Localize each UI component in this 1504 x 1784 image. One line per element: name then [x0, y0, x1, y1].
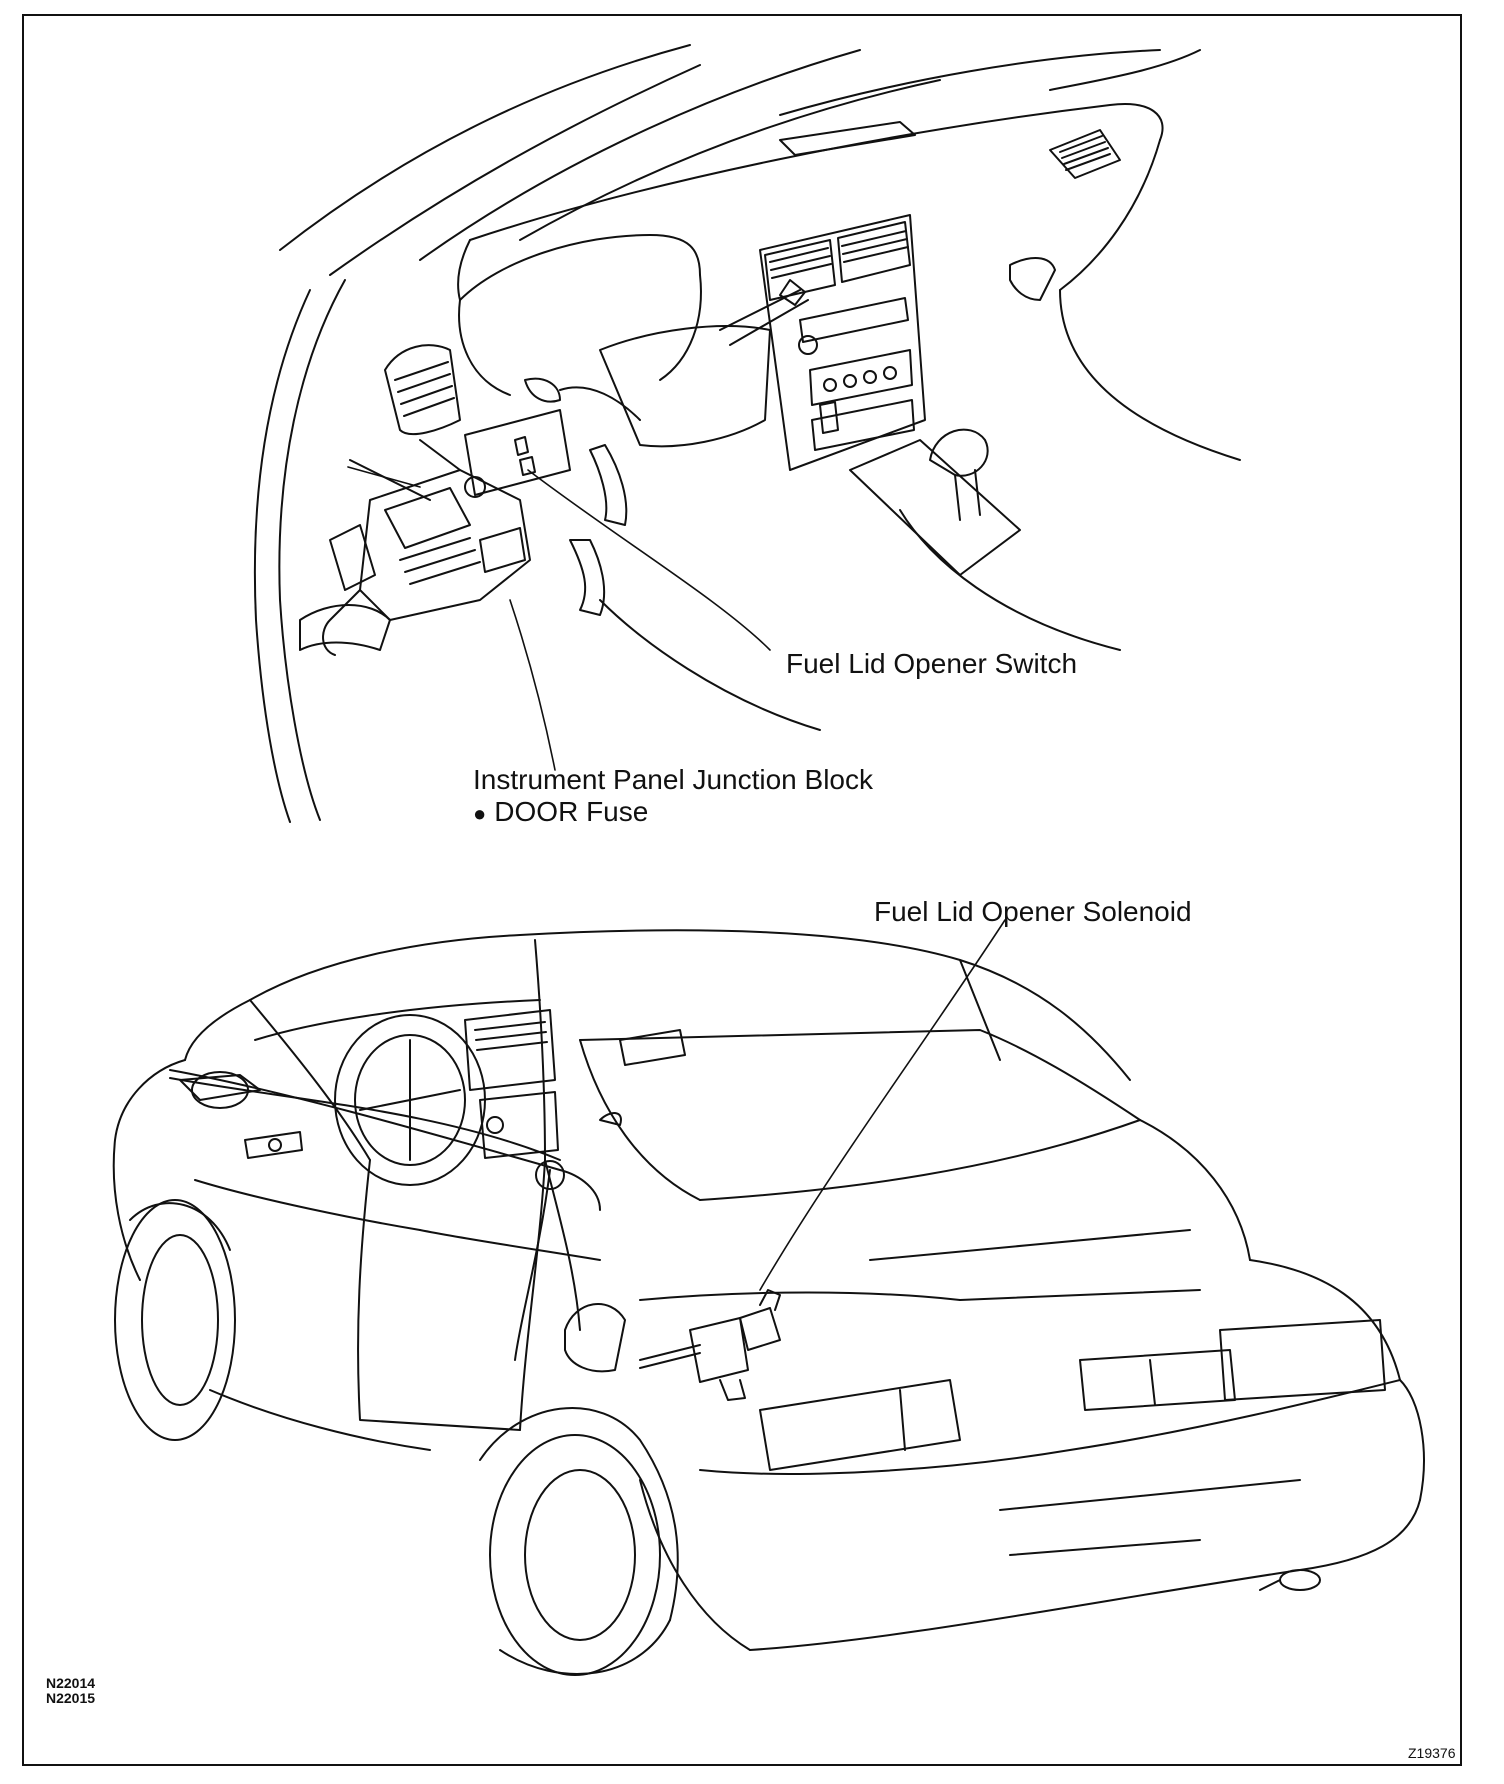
code-n22015: N22015	[46, 1690, 96, 1706]
diagram-frame	[22, 14, 1462, 1766]
label-instrument-panel-junction-block: Instrument Panel Junction Block	[473, 764, 873, 795]
dashboard-illustration	[253, 44, 1241, 823]
label-door-fuse: DOOR Fuse	[473, 796, 648, 828]
code-n22014: N22014	[46, 1675, 96, 1691]
label-fuel-lid-opener-switch: Fuel Lid Opener Switch	[786, 648, 1078, 679]
vehicle-illustration	[112, 919, 1425, 1676]
figure-id: Z19376	[1408, 1745, 1456, 1761]
label-fuel-lid-opener-solenoid: Fuel Lid Opener Solenoid	[874, 896, 1192, 927]
